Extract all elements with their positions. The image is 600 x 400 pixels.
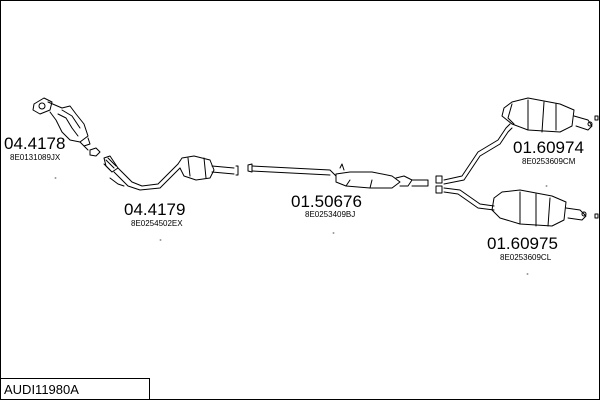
oem-number-8e0253409bj: 8E0253409BJ	[305, 210, 356, 219]
oem-number-8e0254502ex: 8E0254502EX	[131, 219, 183, 228]
oem-number-8e0253609cl: 8E0253609CL	[500, 253, 552, 262]
part-01-60975-rear-silencer	[443, 187, 599, 227]
part-04-4179-front-pipe	[103, 155, 239, 191]
part-number-04-4179: 04.4179	[124, 200, 186, 219]
part-number-04-4178: 04.4178	[4, 134, 66, 153]
diagram-title-box: AUDI11980A	[0, 378, 150, 399]
gasket-flange	[89, 147, 101, 157]
part-number-01-50676: 01.50676	[291, 192, 362, 211]
diagram-title: AUDI11980A	[4, 382, 79, 397]
part-04-4178-catalytic-converter	[32, 97, 91, 151]
part-number-01-60974: 01.60974	[513, 138, 584, 157]
part-number-01-60975: 01.60975	[487, 234, 558, 253]
part-01-50676-middle-silencer	[247, 163, 429, 189]
oem-number-8e0253609cm: 8E0253609CM	[522, 157, 576, 166]
reference-markers	[54, 177, 548, 275]
part-01-60974-rear-silencer	[443, 97, 599, 185]
pipe-clamp	[435, 175, 443, 194]
oem-number-8e0131089jx: 8E0131089JX	[10, 153, 61, 162]
